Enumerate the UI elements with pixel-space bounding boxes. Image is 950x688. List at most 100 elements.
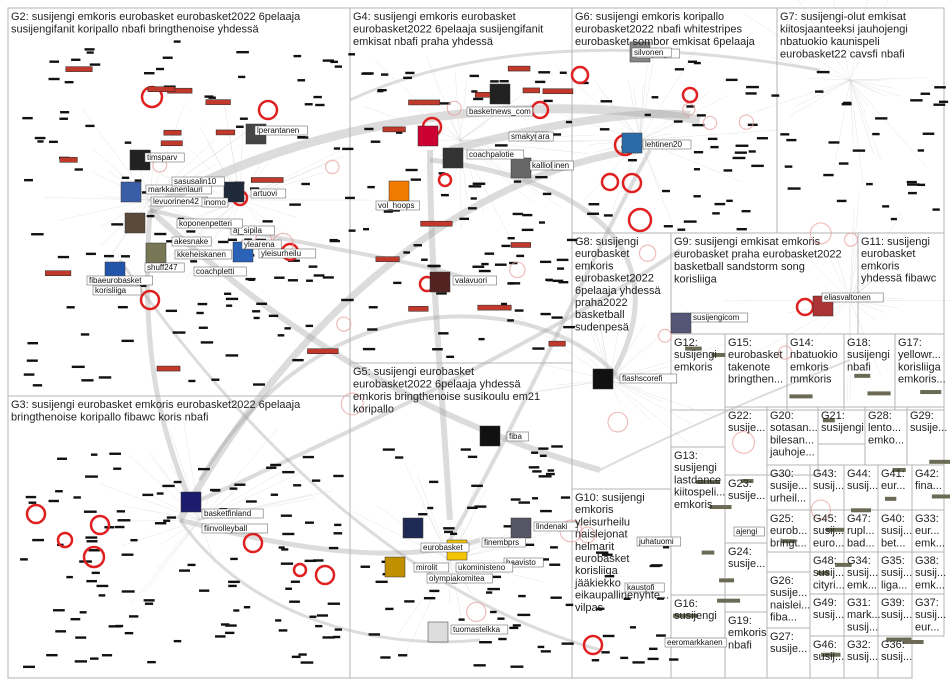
node-label: fibaeurobasket: [89, 276, 142, 285]
node-mark: [287, 259, 300, 262]
node-tag: [931, 494, 950, 499]
edge: [849, 79, 869, 108]
edge: [849, 79, 877, 93]
edge: [835, 79, 851, 161]
node-mark: [304, 103, 313, 106]
edge: [493, 379, 611, 400]
node-mark: [490, 610, 497, 614]
edge: [849, 299, 882, 377]
node-mark: [96, 584, 109, 588]
edge: [459, 122, 487, 141]
node-mark: [538, 475, 552, 478]
edge: [239, 199, 297, 218]
node-tag: [408, 99, 441, 106]
edge: [849, 299, 851, 400]
node-mark: [121, 553, 134, 556]
node-ring: [570, 65, 590, 85]
node-tag: [163, 129, 182, 136]
edge: [609, 324, 645, 381]
node-mark: [155, 67, 165, 71]
node-mark: [117, 305, 128, 309]
node-mark: [663, 225, 673, 228]
node-mark: [460, 448, 471, 451]
node-mark: [211, 378, 220, 381]
avatar: [388, 180, 410, 202]
edge-bundle: [118, 259, 601, 652]
node-tag: [673, 613, 699, 618]
node-mark: [28, 501, 37, 504]
node-mark: [27, 341, 39, 345]
avatar: [429, 271, 451, 293]
node-mark: [245, 277, 256, 281]
node-label: markkanenlauri: [148, 185, 203, 194]
node-mark: [139, 284, 147, 288]
node-mark: [560, 496, 571, 499]
group-label: lastdance: [674, 474, 721, 486]
edge: [152, 496, 201, 521]
group-label: susije...: [770, 587, 807, 599]
node-mark: [23, 665, 35, 669]
node-mark: [37, 140, 44, 143]
node-label: artuovi: [253, 189, 277, 198]
node-mark: [308, 265, 318, 268]
node-mark: [55, 630, 67, 633]
node-tag: [780, 539, 795, 544]
node-mark: [362, 347, 376, 351]
node-mark: [508, 282, 521, 285]
node-mark: [291, 655, 301, 659]
node-mark: [348, 229, 356, 232]
node-mark: [71, 365, 85, 369]
node-mark: [683, 220, 697, 223]
node-ring: [257, 99, 279, 121]
node-label: timsparv: [147, 153, 177, 162]
node-label-bg: [503, 557, 544, 568]
avatar: [592, 368, 614, 390]
node-mark: [59, 117, 68, 120]
node-mark: [472, 265, 485, 268]
edge: [594, 80, 641, 141]
node-mark: [198, 467, 210, 471]
node-tag: [156, 365, 181, 372]
group-label: eurobasket: [575, 248, 629, 260]
node-mark: [71, 58, 81, 61]
group-box-g24: [724, 542, 768, 596]
edge: [418, 110, 461, 141]
node-mark: [486, 591, 493, 594]
group-label: G21:: [821, 410, 845, 422]
node-mark: [162, 484, 175, 488]
node-label-bg: [254, 125, 308, 136]
group-label: bringthen...: [728, 374, 783, 386]
node-mark: [517, 613, 531, 617]
node-tag: [822, 418, 835, 423]
node-mark: [604, 574, 615, 578]
group-label: G19:: [728, 615, 752, 627]
node-mark: [124, 631, 134, 635]
node-mark: [623, 597, 631, 600]
edge: [849, 252, 876, 301]
node-tag: [711, 352, 726, 357]
node-mark: [518, 594, 526, 598]
group-label: emkoris: [728, 627, 767, 639]
edge: [639, 129, 779, 141]
node-tag: [522, 87, 540, 94]
node-label: lperantanen: [257, 126, 299, 135]
node-mark: [121, 590, 135, 593]
node-mark: [429, 480, 439, 484]
group-label: sudenpesä: [575, 321, 630, 333]
node-mark: [32, 538, 45, 542]
node-mark: [52, 609, 65, 612]
node-mark: [142, 493, 154, 497]
node-mark: [629, 626, 637, 629]
edge-bundle: [448, 109, 691, 154]
node-label: ajengi: [736, 527, 758, 536]
node-mark: [748, 150, 756, 153]
edge: [849, 0, 868, 81]
node-mark: [111, 223, 124, 226]
node-mark: [245, 500, 257, 503]
edge: [744, 14, 851, 81]
node-tag: [741, 478, 754, 483]
node-label-bg: [413, 562, 450, 573]
node-mark: [179, 569, 191, 572]
node-mark: [98, 376, 112, 379]
node-mark: [225, 624, 237, 627]
